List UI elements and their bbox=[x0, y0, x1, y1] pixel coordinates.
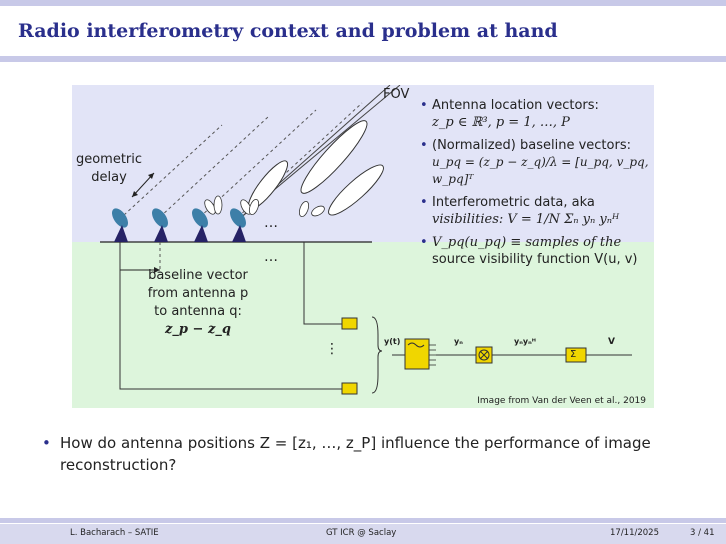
cables bbox=[119, 242, 342, 390]
antennas bbox=[112, 208, 246, 242]
receiver-box-1 bbox=[341, 317, 358, 330]
bullet-3-line-2: visibilities: V = 1/N Σₙ yₙ yₙᴴ bbox=[432, 212, 620, 227]
bullet-2-line-1: (Normalized) baseline vectors: bbox=[432, 138, 631, 153]
footer: L. Bacharach – SATIE GT ICR @ Saclay 17/… bbox=[0, 524, 726, 544]
signal-yn-label: yₙ bbox=[454, 337, 463, 346]
bullet-1-line-2: z_p ∈ ℝ³, p = 1, …, P bbox=[432, 115, 570, 130]
fov-label: FOV bbox=[383, 87, 410, 102]
bullet-list: Antenna location vectors: z_p ∈ ℝ³, p = … bbox=[420, 97, 652, 274]
bullet-4-line-1: V_pq(u_pq) ≡ samples of the bbox=[432, 235, 622, 250]
footer-page: 3 / 41 bbox=[690, 528, 715, 538]
bullet-3-line-1: Interferometric data, aka bbox=[432, 195, 595, 210]
geometric-delay-label: geometric delay bbox=[74, 151, 144, 187]
signal-y-label: y(t) bbox=[384, 337, 401, 346]
image-credit: Image from Van der Veen et al., 2019 bbox=[477, 396, 646, 406]
brace bbox=[371, 316, 383, 394]
antenna-dots-2: … bbox=[264, 249, 278, 265]
bullet-item: V_pq(u_pq) ≡ samples of the source visib… bbox=[420, 234, 652, 268]
bullet-item: (Normalized) baseline vectors: u_pq = (z… bbox=[420, 137, 652, 188]
slide-title: Radio interferometry context and problem… bbox=[18, 20, 558, 42]
bullet-item: Antenna location vectors: z_p ∈ ℝ³, p = … bbox=[420, 97, 652, 131]
bullet-4-line-2: source visibility function V(u, v) bbox=[432, 252, 638, 267]
sidelobes bbox=[204, 195, 325, 218]
interferometry-figure: … … ⋮ FOV bbox=[72, 85, 654, 408]
sampler-box bbox=[404, 338, 430, 370]
signal-yyh-label: yₙyₙᴴ bbox=[514, 337, 536, 346]
baseline-label: baseline vector from antenna p to antenn… bbox=[138, 267, 258, 339]
geometric-delay-line-2: delay bbox=[91, 170, 127, 185]
research-question: How do antenna positions Z = [z₁, …, z_P… bbox=[42, 432, 690, 476]
baseline-line-3: to antenna q: bbox=[154, 304, 242, 319]
bullet-1-line-1: Antenna location vectors: bbox=[432, 98, 599, 113]
sum-symbol: Σ bbox=[570, 349, 577, 360]
beams bbox=[247, 120, 384, 216]
bullet-2-line-2: u_pq = (z_p − z_q)/λ = [u_pq, v_pq, w_pq… bbox=[432, 155, 649, 186]
bullet-item: Interferometric data, aka visibilities: … bbox=[420, 194, 652, 228]
title-rule bbox=[0, 56, 726, 62]
footer-rule bbox=[0, 518, 726, 523]
top-bar bbox=[0, 0, 726, 6]
geometric-delay-line-1: geometric bbox=[75, 152, 143, 167]
cable-dots: ⋮ bbox=[325, 341, 339, 357]
receiver-box-2 bbox=[341, 382, 358, 395]
baseline-line-2: from antenna p bbox=[147, 286, 249, 301]
footer-author: L. Bacharach – SATIE bbox=[70, 528, 159, 538]
ground-area bbox=[72, 242, 654, 408]
output-v-label: V bbox=[608, 337, 615, 347]
baseline-line-1: baseline vector bbox=[148, 268, 248, 283]
antenna-dots-1: … bbox=[264, 215, 278, 231]
baseline-line-4: z_p − z_q bbox=[165, 322, 231, 337]
footer-event: GT ICR @ Saclay bbox=[326, 528, 397, 538]
footer-date: 17/11/2025 bbox=[610, 528, 659, 538]
